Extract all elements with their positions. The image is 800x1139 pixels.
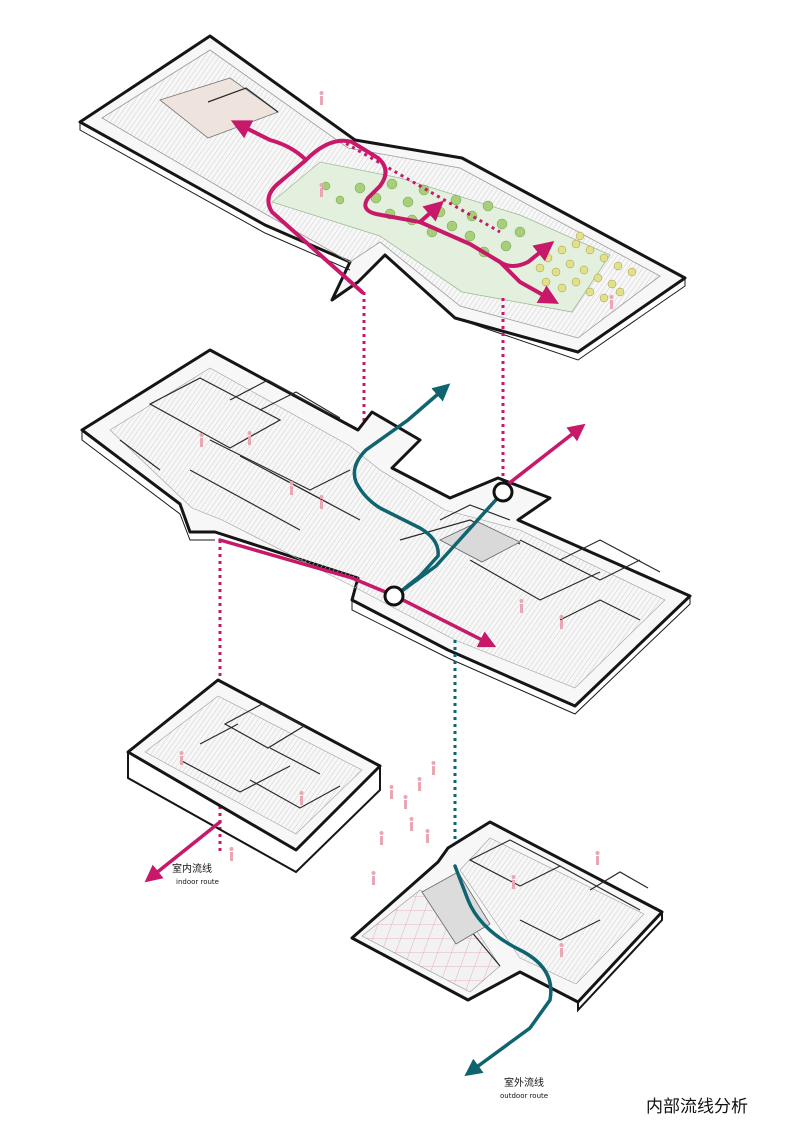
outdoor-route-label-zh: 室外流线	[504, 1076, 544, 1089]
node-circle-icon	[492, 481, 514, 503]
lower-right-stair	[421, 871, 491, 945]
main-slab-edge	[81, 430, 691, 715]
lower-right-outdoor-route	[453, 864, 553, 1077]
indoor-route-label-zh: 室内流线	[172, 862, 212, 875]
lower-left-slab-edge	[127, 752, 381, 874]
main-indoor-route	[218, 423, 586, 648]
roof-dashed-link	[339, 138, 501, 234]
roof-level	[78, 34, 687, 361]
roof-garden	[271, 161, 611, 313]
roof-pavilion-wall	[207, 87, 279, 113]
lower-left-partitions	[179, 703, 341, 809]
lower-left-floor	[144, 695, 363, 835]
person-figure-icon	[179, 91, 614, 957]
indoor-route-label-en: indoor route	[176, 878, 219, 886]
lower-left-level	[126, 678, 382, 883]
lower-right-slab-edge	[577, 912, 663, 1013]
indoor-route-label: 室内流线 indoor route	[172, 862, 219, 886]
main-stair	[439, 521, 521, 563]
node-circle-icon	[383, 585, 405, 607]
lower-right-level	[350, 820, 664, 1077]
lower-right-plaza	[361, 889, 501, 993]
main-floor-hatch	[109, 367, 666, 689]
diagram-title: 内部流线分析	[646, 1097, 748, 1117]
lower-left-indoor-route	[144, 820, 222, 883]
main-level	[80, 348, 692, 715]
outdoor-route-label: 室外流线 outdoor route	[500, 1076, 548, 1100]
roof-indoor-route	[230, 120, 559, 304]
main-outdoor-route	[352, 383, 505, 598]
outdoor-route-label-en: outdoor route	[500, 1092, 548, 1100]
roof-slab-edge	[79, 122, 686, 361]
